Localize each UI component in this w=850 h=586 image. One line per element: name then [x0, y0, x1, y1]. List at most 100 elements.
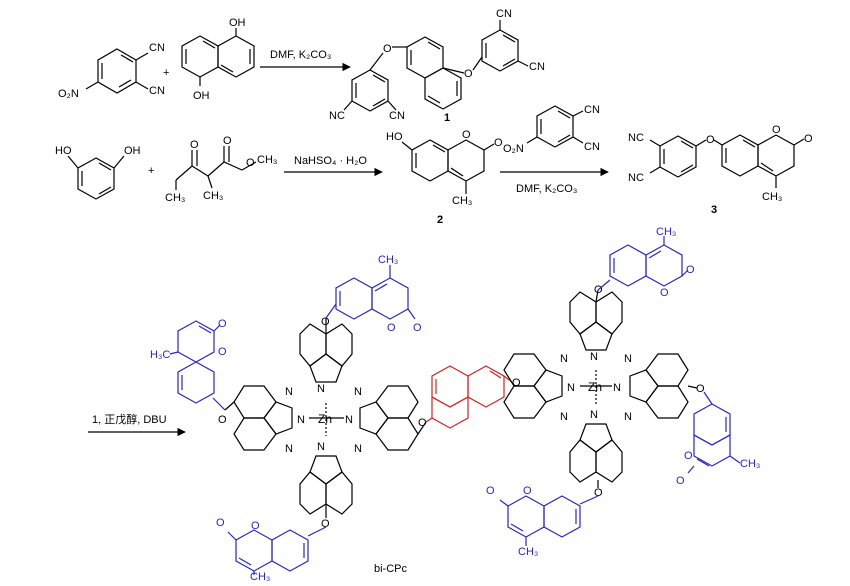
svg-text:O: O — [190, 139, 199, 151]
svg-text:CH₃: CH₃ — [250, 571, 270, 583]
svg-text:O: O — [418, 417, 427, 429]
svg-text:N: N — [285, 386, 293, 398]
resorcinol-reactant: HO OH — [55, 145, 141, 200]
step2-conditions: NaHSO₄ · H₂O — [294, 155, 367, 167]
svg-text:N: N — [567, 382, 575, 394]
svg-text:O: O — [464, 68, 473, 80]
hydroxycoumarin-product-2: HO O O CH₃ 2 — [386, 129, 503, 226]
svg-text:N: N — [560, 411, 568, 423]
svg-text:HO: HO — [386, 131, 403, 143]
svg-text:N: N — [345, 414, 353, 426]
svg-text:O: O — [686, 264, 695, 276]
svg-text:O: O — [512, 377, 521, 389]
svg-text:CH₃: CH₃ — [656, 226, 676, 238]
step4-conditions: 1, 正戊醇, DBU — [92, 412, 167, 426]
svg-text:N: N — [624, 353, 632, 365]
svg-text:O: O — [321, 518, 330, 530]
svg-text:HO: HO — [55, 145, 72, 157]
svg-text:O: O — [660, 287, 669, 299]
svg-text:O: O — [218, 318, 227, 330]
svg-text:O: O — [321, 316, 330, 328]
svg-text:CH₃: CH₃ — [257, 154, 277, 166]
svg-text:CH₃: CH₃ — [762, 191, 782, 203]
svg-text:N: N — [560, 353, 568, 365]
svg-text:O: O — [218, 346, 227, 358]
left-zinc-phthalocyanine: Zn N N N N N N N N O O O O — [218, 316, 427, 530]
svg-text:O₂N: O₂N — [503, 143, 524, 155]
svg-text:N: N — [297, 414, 305, 426]
svg-text:O: O — [523, 485, 532, 497]
svg-text:N: N — [285, 443, 293, 455]
coumarin-arm-left: O O H₃C — [150, 318, 227, 411]
svg-text:O: O — [462, 129, 471, 141]
svg-text:H₃C: H₃C — [150, 349, 170, 361]
svg-text:O: O — [218, 414, 227, 426]
svg-text:O: O — [223, 135, 232, 147]
svg-text:N: N — [317, 383, 325, 395]
svg-text:3: 3 — [711, 204, 717, 216]
nitrophthalonitrile-reactant-2: CN CN O₂N — [503, 104, 600, 155]
svg-text:O: O — [684, 450, 693, 462]
step1-conditions: DMF, K₂CO₃ — [270, 49, 331, 61]
nitrophthalonitrile-reactant: CN CN O₂N — [58, 42, 165, 100]
svg-text:Zn: Zn — [318, 412, 332, 426]
plus-sign-2: + — [148, 165, 154, 177]
svg-text:N: N — [354, 443, 362, 455]
svg-text:O₂N: O₂N — [58, 88, 79, 100]
svg-text:O: O — [246, 157, 255, 169]
step3-conditions: DMF, K₂CO₃ — [516, 183, 577, 195]
svg-text:O: O — [696, 383, 705, 395]
right-zinc-phthalocyanine: Zn N N N N N N N N O O O O — [503, 284, 705, 499]
coumarin-arm-bottom-left: O O CH₃ — [216, 517, 327, 583]
svg-text:O: O — [383, 43, 392, 55]
coumarin-phthalonitrile-product-3: NC NC O O O CH₃ 3 — [628, 124, 813, 216]
svg-text:1: 1 — [444, 112, 450, 124]
svg-text:O: O — [251, 520, 260, 532]
svg-text:CN: CN — [584, 104, 600, 116]
svg-text:CN: CN — [149, 85, 165, 97]
svg-text:O: O — [594, 487, 603, 499]
svg-text:OH: OH — [124, 145, 141, 157]
product-name-label: bi-CPc — [374, 563, 408, 575]
naphthalene-linker — [425, 365, 513, 429]
svg-text:CN: CN — [496, 8, 512, 20]
coumarin-arm-top-left: O O CH₃ — [325, 254, 422, 334]
svg-text:CH₃: CH₃ — [452, 195, 472, 207]
svg-text:NC: NC — [628, 172, 644, 184]
svg-text:N: N — [590, 409, 598, 421]
coumarin-arm-top-right: O O CH₃ — [597, 226, 695, 299]
coumarin-arm-bottom-right: O O CH₃ — [486, 485, 599, 558]
svg-text:CH₃: CH₃ — [740, 458, 760, 470]
methyl-acetoacetate-reactant: O O O CH₃ CH₃ CH₃ — [165, 135, 277, 204]
svg-text:O: O — [216, 517, 225, 529]
svg-text:O: O — [804, 133, 813, 145]
svg-text:CH₃: CH₃ — [378, 254, 398, 266]
svg-text:O: O — [486, 485, 495, 497]
product-1-structure: O O CN CN NC CN 1 — [329, 8, 545, 124]
svg-text:2: 2 — [437, 214, 443, 226]
svg-text:CN: CN — [584, 141, 600, 153]
svg-text:N: N — [613, 382, 621, 394]
svg-text:N: N — [590, 351, 598, 363]
svg-text:CH₃: CH₃ — [203, 190, 223, 202]
svg-text:N: N — [624, 411, 632, 423]
svg-text:OH: OH — [193, 90, 210, 102]
svg-text:O: O — [494, 137, 503, 149]
svg-text:CN: CN — [389, 110, 405, 122]
svg-text:CN: CN — [149, 42, 165, 54]
svg-text:CN: CN — [529, 61, 545, 73]
svg-text:NC: NC — [329, 110, 345, 122]
naphthalenediol-reactant: OH OH — [181, 17, 255, 102]
svg-text:CH₃: CH₃ — [518, 546, 538, 558]
svg-text:Zn: Zn — [588, 380, 602, 394]
svg-text:N: N — [317, 441, 325, 453]
svg-text:O: O — [772, 124, 781, 136]
svg-text:O: O — [387, 322, 396, 334]
svg-text:O: O — [676, 475, 685, 487]
svg-text:OH: OH — [229, 17, 246, 29]
plus-sign: + — [163, 67, 169, 79]
coumarin-arm-right: O O CH₃ — [676, 391, 760, 487]
svg-text:O: O — [706, 134, 715, 146]
svg-text:CH₃: CH₃ — [165, 192, 185, 204]
